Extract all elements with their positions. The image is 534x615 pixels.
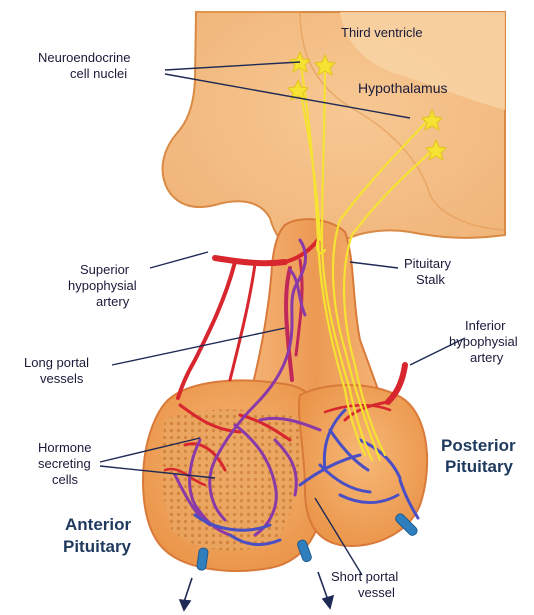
label-short-portal-line1: Short portal [331,569,398,584]
label-stalk-line1: Pituitary [404,256,451,271]
label-stalk-line2: Stalk [416,272,445,287]
label-hypothalamus: Hypothalamus [358,80,448,96]
outflow-arrows [180,572,333,610]
label-inferior-line2: hypophysial [449,334,518,349]
hypothalamus-region [163,12,505,258]
label-anterior-line2: Pituitary [63,537,132,556]
label-neuroendocrine-line1: Neuroendocrine [38,50,131,65]
label-long-portal-line2: vessels [40,371,84,386]
label-neuroendocrine-line2: cell nuclei [70,66,127,81]
label-hormone-line2: secreting [38,456,91,471]
label-inferior-line3: artery [470,350,504,365]
label-superior-line1: Superior [80,262,130,277]
label-long-portal-line1: Long portal [24,355,89,370]
label-superior-line2: hypophysial [68,278,137,293]
label-hormone-line1: Hormone [38,440,91,455]
label-hormone-line3: cells [52,472,79,487]
label-superior-line3: artery [96,294,130,309]
label-short-portal-line2: vessel [358,585,395,600]
label-anterior-line1: Anterior [65,515,132,534]
label-inferior-line1: Inferior [465,318,506,333]
label-posterior-line2: Pituitary [445,457,514,476]
arrow-head-right [323,596,333,608]
label-posterior-line1: Posterior [441,436,516,455]
label-third-ventricle: Third ventricle [341,25,423,40]
arrow-head-left [180,600,190,610]
